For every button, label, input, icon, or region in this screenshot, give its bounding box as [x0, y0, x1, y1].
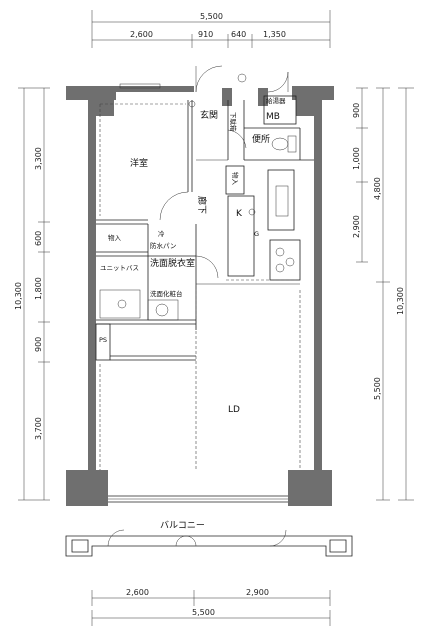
label-shoe-storage: 下駄箱 [229, 112, 238, 132]
top-dim-2: 910 [198, 30, 213, 39]
bottom-dimensions: 2,600 2,900 5,500 [91, 588, 331, 626]
interior-walls [95, 65, 314, 470]
bottom-total-dim: 5,500 [192, 608, 215, 617]
label-western-room: 洋室 [130, 157, 148, 169]
left-dim-1: 3,300 [34, 147, 43, 170]
label-storage-1: 物入 [231, 172, 240, 186]
room-labels: 洋室 玄関 下駄箱 MB 給湯器 便所 物入 廊下 K G 物入 冷 防水パン … [99, 96, 286, 531]
label-gas-meter: 給湯器 [266, 96, 286, 105]
top-dim-1: 2,600 [130, 30, 153, 39]
bottom-dim-2: 2,900 [246, 588, 269, 597]
top-total-dim: 5,500 [200, 12, 223, 21]
right-inner-dim-2: 1,000 [352, 147, 361, 170]
left-dim-3: 1,800 [34, 277, 43, 300]
label-gas: G [254, 230, 259, 238]
label-storage-2: 物入 [108, 233, 122, 242]
label-kitchen: K [236, 209, 243, 219]
label-corridor: 廊下 [196, 196, 208, 214]
right-outer-dim-2: 5,500 [373, 377, 382, 400]
left-dimensions: 10,300 3,300 600 1,800 900 3,700 [14, 87, 50, 501]
label-waterproof-pan: 防水パン [150, 241, 176, 250]
label-fridge: 冷 [158, 229, 165, 238]
top-dimensions: 5,500 2,600 910 640 1,350 [91, 10, 331, 48]
bottom-dim-1: 2,600 [126, 588, 149, 597]
label-mb: MB [266, 112, 280, 122]
label-washroom: 洗面脱衣室 [150, 257, 195, 269]
label-ps: PS [99, 336, 107, 344]
right-outer-dim-1: 4,800 [373, 177, 382, 200]
right-dimensions: 900 1,000 2,900 4,800 5,500 10,300 [352, 87, 414, 501]
label-unit-bath: ユニットバス [100, 264, 139, 272]
label-vanity: 洗面化粧台 [150, 289, 183, 298]
right-inner-dim-1: 900 [352, 103, 361, 118]
label-entrance: 玄関 [200, 109, 218, 121]
left-dim-2: 600 [34, 231, 43, 246]
right-inner-dim-3: 2,900 [352, 215, 361, 238]
fixtures [65, 73, 353, 557]
top-dim-4: 1,350 [263, 30, 286, 39]
right-total-dim: 10,300 [396, 287, 405, 315]
label-ld: LD [228, 405, 240, 415]
left-dim-5: 3,700 [34, 417, 43, 440]
outer-walls [66, 86, 334, 506]
left-dim-4: 900 [34, 337, 43, 352]
label-balcony: バルコニー [160, 520, 205, 531]
left-total-dim: 10,300 [14, 282, 23, 310]
label-toilet: 便所 [252, 133, 270, 145]
top-dim-3: 640 [231, 30, 246, 39]
